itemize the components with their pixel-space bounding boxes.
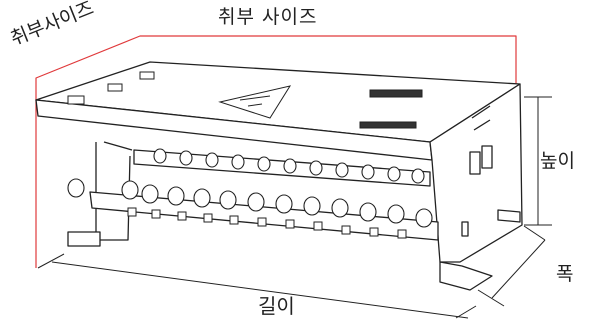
front-ports <box>67 178 433 228</box>
width-label: 폭 <box>556 263 574 285</box>
top-markings <box>67 71 423 129</box>
dimension-lines <box>37 96 552 319</box>
warning-triangle-icon <box>218 85 292 119</box>
valve-caps <box>127 207 407 239</box>
rear-ports <box>153 148 425 184</box>
right-end-plate <box>429 83 523 263</box>
mount-size-top-label: 취부 사이즈 <box>218 6 318 28</box>
height-label: 높이 <box>540 150 575 172</box>
length-label: 길이 <box>258 294 295 318</box>
